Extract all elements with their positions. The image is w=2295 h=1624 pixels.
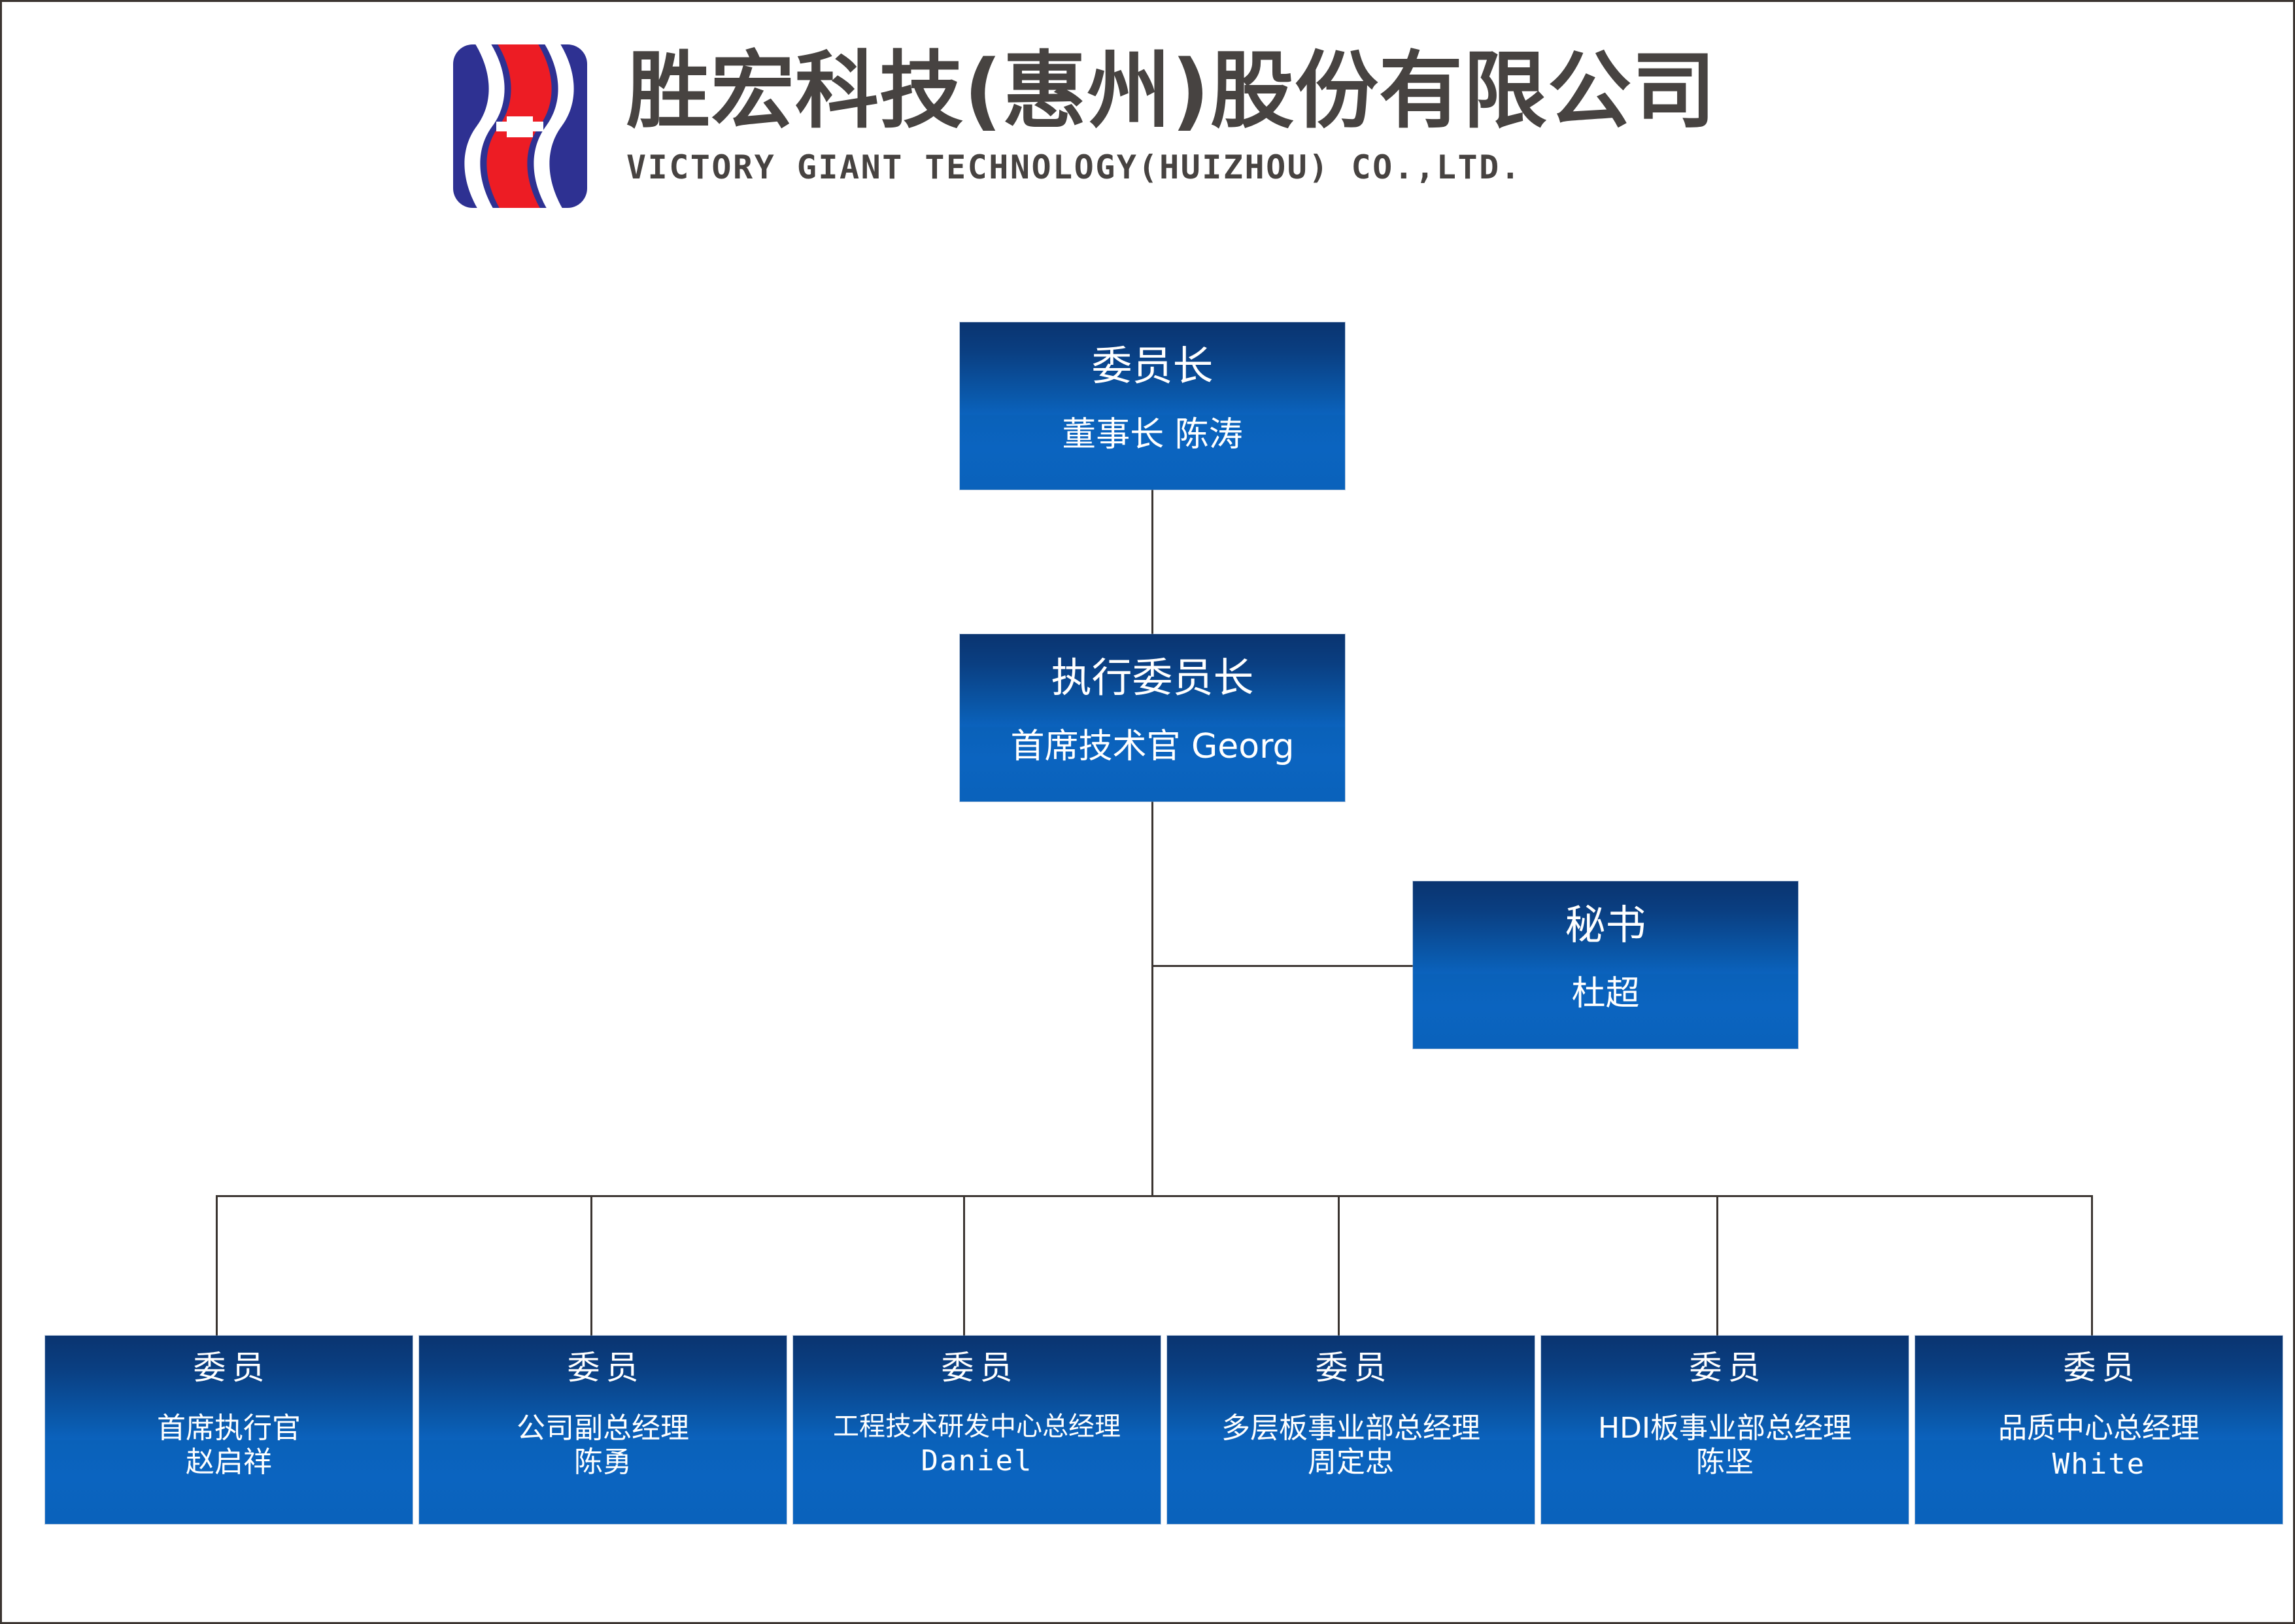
node-member-6-position: 品质中心总经理 (1998, 1412, 2200, 1445)
connector-executive-spine (1151, 802, 1153, 1197)
node-member-1-name: 赵启祥 (186, 1445, 272, 1479)
node-member-3-name: Daniel (921, 1444, 1033, 1478)
node-chairman-detail: 董事长 陈涛 (1062, 415, 1243, 454)
node-executive-detail: 首席技术官 Georg (1010, 727, 1295, 766)
node-member-6-role: 委员 (2063, 1349, 2141, 1387)
node-member-4-role: 委员 (1315, 1349, 1393, 1387)
node-member-5-name: 陈坚 (1696, 1445, 1754, 1479)
node-member-3-position: 工程技术研发中心总经理 (833, 1412, 1121, 1442)
node-member-4-position: 多层板事业部总经理 (1221, 1412, 1480, 1445)
connector-member-bus (216, 1195, 2093, 1197)
connector-drop-member-6 (2091, 1195, 2093, 1336)
node-member-2-position: 公司副总经理 (517, 1412, 689, 1445)
node-member-1[interactable]: 委员 首席执行官 赵启祥 (45, 1336, 413, 1524)
company-name-chinese: 胜宏科技(惠州)股份有限公司 (626, 42, 1717, 140)
node-member-2-role: 委员 (567, 1349, 645, 1387)
node-member-6[interactable]: 委员 品质中心总经理 White (1915, 1336, 2283, 1524)
node-member-3[interactable]: 委员 工程技术研发中心总经理 Daniel (793, 1336, 1161, 1524)
brand-text-block: 胜宏科技(惠州)股份有限公司 VICTORY GIANT TECHNOLOGY(… (626, 38, 1717, 187)
node-member-4-name: 周定忠 (1308, 1445, 1394, 1479)
node-member-3-role: 委员 (941, 1349, 1019, 1387)
node-secretary[interactable]: 秘书 杜超 (1413, 881, 1798, 1049)
connector-chairman-to-executive (1151, 489, 1153, 634)
node-member-5-position: HDI板事业部总经理 (1598, 1412, 1852, 1445)
node-member-1-role: 委员 (193, 1349, 271, 1387)
node-chairman[interactable]: 委员长 董事长 陈涛 (960, 322, 1345, 490)
connector-executive-to-secretary (1151, 965, 1413, 967)
connector-drop-member-3 (963, 1195, 965, 1336)
node-member-2-name: 陈勇 (574, 1445, 632, 1479)
connector-drop-member-1 (216, 1195, 218, 1336)
node-executive-chairman[interactable]: 执行委员长 首席技术官 Georg (960, 634, 1345, 802)
node-member-2[interactable]: 委员 公司副总经理 陈勇 (419, 1336, 787, 1524)
node-member-6-name: White (2052, 1447, 2146, 1481)
node-member-5-role: 委员 (1689, 1349, 1767, 1387)
victory-giant-s-logo-icon (453, 44, 587, 208)
connector-drop-member-4 (1338, 1195, 1340, 1336)
company-header: 胜宏科技(惠州)股份有限公司 VICTORY GIANT TECHNOLOGY(… (453, 38, 1716, 208)
connector-drop-member-5 (1716, 1195, 1718, 1336)
node-chairman-role: 委员长 (1091, 342, 1214, 390)
node-member-4[interactable]: 委员 多层板事业部总经理 周定忠 (1167, 1336, 1535, 1524)
node-member-5[interactable]: 委员 HDI板事业部总经理 陈坚 (1541, 1336, 1909, 1524)
connector-drop-member-2 (590, 1195, 592, 1336)
node-secretary-role: 秘书 (1565, 901, 1646, 949)
node-secretary-detail: 杜超 (1571, 974, 1640, 1013)
company-name-english: VICTORY GIANT TECHNOLOGY(HUIZHOU) CO.,LT… (626, 148, 1522, 187)
node-member-1-position: 首席执行官 (157, 1412, 301, 1445)
node-executive-role: 执行委员长 (1051, 654, 1254, 702)
